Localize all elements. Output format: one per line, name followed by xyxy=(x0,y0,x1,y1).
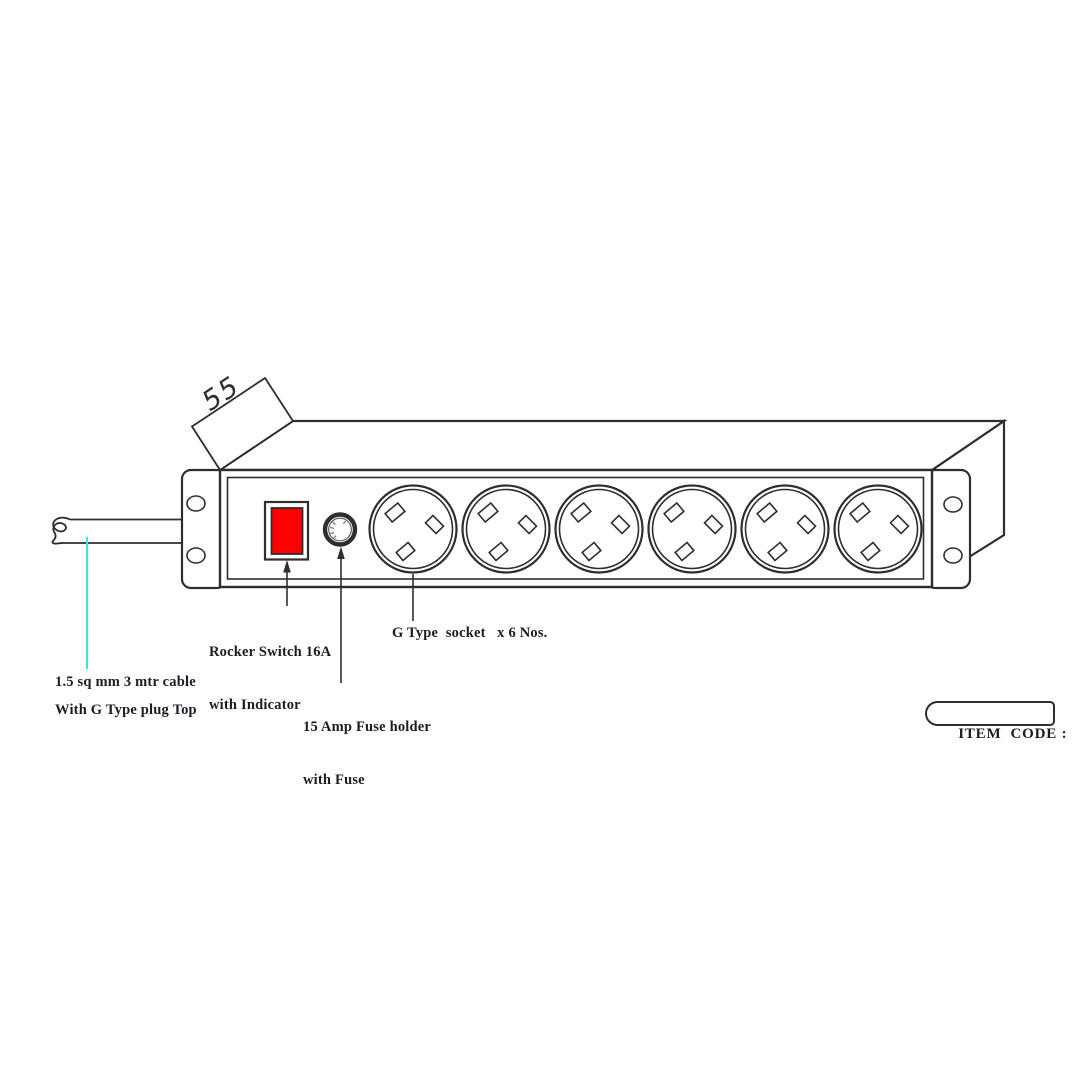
socket-inner-ring xyxy=(372,488,454,570)
socket xyxy=(740,484,830,574)
fuse-label: 15 Amp Fuse holder with Fuse xyxy=(303,684,431,824)
item-code-label: ITEM CODE : xyxy=(958,726,1068,742)
socket xyxy=(647,484,737,574)
socket-pin xyxy=(663,501,685,524)
sockets-group xyxy=(368,484,923,574)
socket-inner-ring xyxy=(558,488,640,570)
cable-break-squiggle xyxy=(51,516,71,545)
cable-label-line1: 1.5 sq mm 3 mtr cable xyxy=(55,674,196,690)
socket-outer-ring xyxy=(833,484,923,574)
socket-outer-ring xyxy=(740,484,830,574)
dimension-box xyxy=(190,376,295,472)
socket-pin xyxy=(581,541,602,562)
socket-pin xyxy=(424,514,445,535)
fuse-arrowhead xyxy=(337,546,345,559)
socket-inner-ring xyxy=(465,488,547,570)
socket-pin xyxy=(384,501,406,524)
socket-inner-ring xyxy=(837,488,919,570)
rocker-switch-red-button xyxy=(270,507,304,555)
socket-pin xyxy=(767,541,788,562)
socket-outer-ring xyxy=(461,484,551,574)
socket-pin xyxy=(796,514,817,535)
socket xyxy=(554,484,644,574)
item-code-box: ITEM CODE : xyxy=(925,701,1067,742)
right-bracket-hole-bottom xyxy=(943,547,963,564)
socket-outer-ring xyxy=(647,484,737,574)
fuse-label-line2: with Fuse xyxy=(303,771,365,788)
socket-outer-ring xyxy=(368,484,458,574)
leader-lines xyxy=(86,537,414,683)
right-bracket-hole-top xyxy=(943,496,963,513)
strip-body-inner-border xyxy=(226,476,925,580)
fuse-holder xyxy=(322,512,358,547)
fuse-holder-ring xyxy=(322,512,358,547)
socket-pin xyxy=(889,514,910,535)
fuse-holder-cap xyxy=(328,517,352,542)
rocker-switch-label-line2: with Indicator xyxy=(209,696,301,713)
socket-pin xyxy=(756,501,778,524)
cable-label-line2: With G Type plug Top xyxy=(55,702,197,718)
fuse-label-line1: 15 Amp Fuse holder xyxy=(303,719,432,735)
left-bracket-hole-bottom xyxy=(186,547,206,564)
rocker-switch xyxy=(263,500,310,561)
socket-inner-ring xyxy=(744,488,826,570)
socket xyxy=(461,484,551,574)
power-cable xyxy=(51,516,184,545)
socket-pin xyxy=(849,501,871,524)
socket-pin xyxy=(703,514,724,535)
rocker-switch-label-line1: Rocker Switch 16A xyxy=(209,644,332,660)
socket-pin xyxy=(610,514,631,535)
fuse-cap-ticks xyxy=(329,520,347,539)
socket-pin xyxy=(517,514,538,535)
top-face-3d xyxy=(216,419,1008,472)
socket-pin xyxy=(488,541,509,562)
socket xyxy=(833,484,923,574)
socket-pin xyxy=(477,501,499,524)
rocker-switch-label: Rocker Switch 16A with Indicator xyxy=(209,609,331,749)
socket-label: G Type socket x 6 Nos. xyxy=(392,625,548,641)
socket-pin xyxy=(395,541,416,562)
rocker-arrowhead xyxy=(283,560,291,573)
socket-pin xyxy=(860,541,881,562)
socket xyxy=(368,484,458,574)
socket-inner-ring xyxy=(651,488,733,570)
socket-pin xyxy=(674,541,695,562)
socket-pin xyxy=(570,501,592,524)
socket-outer-ring xyxy=(554,484,644,574)
left-bracket-hole-top xyxy=(186,495,206,512)
right-mounting-bracket xyxy=(924,468,972,590)
